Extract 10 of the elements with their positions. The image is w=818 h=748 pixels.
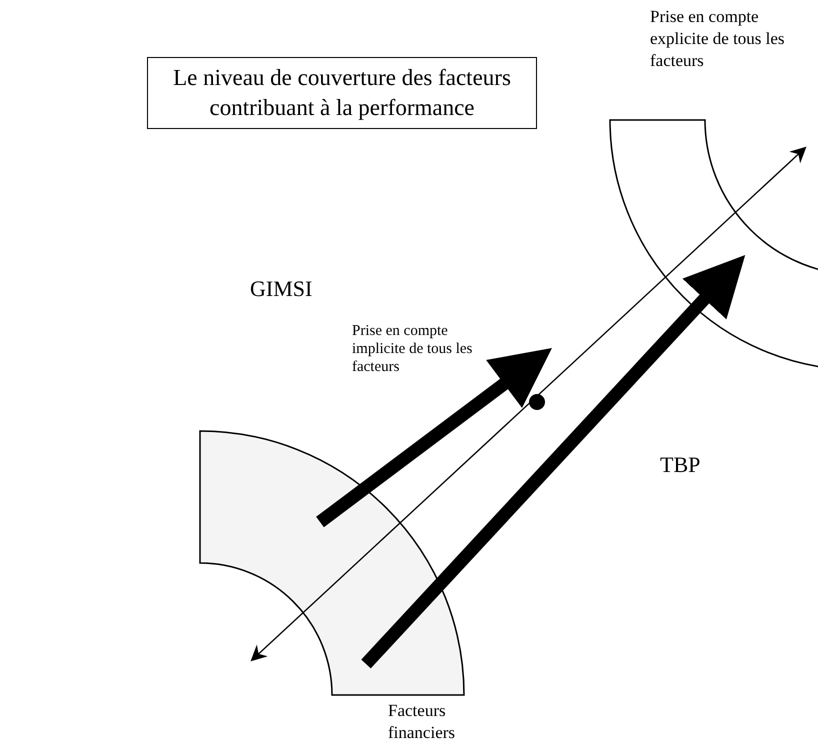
thick-arrow: [361, 255, 746, 668]
title-box: [147, 57, 537, 129]
method-label: GIMSI: [250, 275, 314, 303]
caption-text: Prise en compte explicite de tous les facteurs: [650, 6, 786, 72]
title-text: Le niveau de couverture des facteurs contribuant à la performance: [172, 64, 512, 122]
caption-text: Facteurs financiers: [388, 700, 456, 744]
quarter-ring-shape: [199, 430, 465, 696]
annotation-text: Prise en compte implicite de tous les facteurs: [352, 322, 474, 376]
thick-arrow: [316, 348, 552, 528]
method-label: TBP: [660, 451, 702, 479]
